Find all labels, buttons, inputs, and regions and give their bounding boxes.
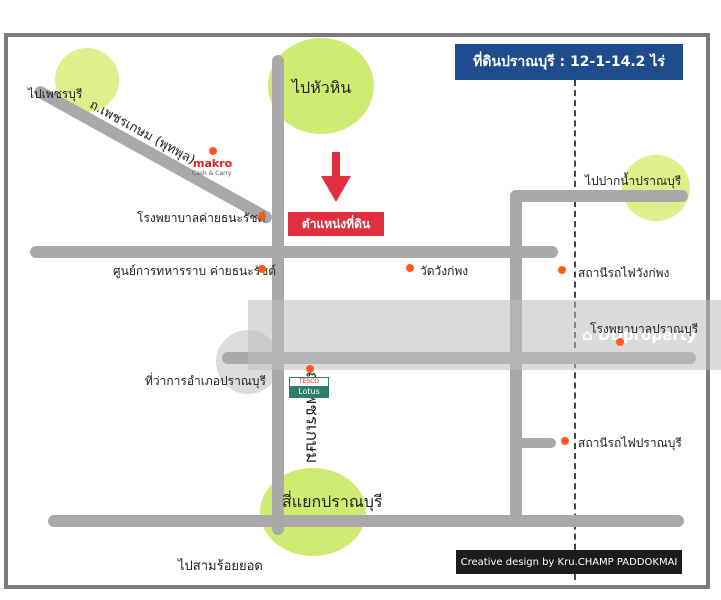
- label-army-training-center: ศูนย์การทหารราบ ค่ายธนะรัชต์: [113, 264, 277, 278]
- label-pranburi-intersection: สี่แยกปราณบุรี: [282, 492, 383, 511]
- label-pranburi-hospital: โรงพยาบาลปราณบุรี: [590, 322, 699, 336]
- road-pak-nam-horizontal: [510, 190, 688, 202]
- makro-logo: makro: [193, 157, 233, 170]
- location-dot-icon: [406, 264, 414, 272]
- tesco-lotus-logo: TESCO Lotus: [289, 377, 329, 398]
- site-label: ตำแหน่งที่ดิน: [288, 212, 384, 236]
- label-wat-wang-kaphong: วัดวังก่พง: [420, 264, 469, 278]
- road-cross-lower: [48, 515, 684, 527]
- road-phetkasem-vertical: [272, 55, 284, 535]
- watermark-band: [248, 300, 721, 370]
- makro-subtitle: Cash & Carry: [192, 170, 232, 177]
- location-dot-icon: [561, 437, 569, 445]
- label-to-sam-roi-yot: ไปสามร้อยยอด: [178, 559, 263, 574]
- map-title: ที่ดินปราณบุรี : 12-1-14.2 ไร่: [455, 44, 683, 80]
- location-dot-icon: [306, 365, 314, 373]
- label-pranburi-station: สถานีรถไฟปราณบุรี: [578, 436, 682, 450]
- label-district-office: ที่ว่าการอำเภอปราณบุรี: [145, 374, 266, 388]
- location-dot-icon: [616, 338, 624, 346]
- location-dot-icon: [258, 212, 266, 220]
- credit-banner: Creative design by Kru.CHAMP PADDOKMAI: [456, 550, 682, 574]
- road-station-spur: [518, 438, 556, 448]
- location-dot-icon: [258, 265, 266, 273]
- watermark-house-icon: ⌂: [582, 326, 593, 344]
- site-arrow-icon: [321, 152, 351, 202]
- label-to-pak-nam-pran: ไปปากน้ำปราณบุรี: [585, 174, 682, 188]
- circle-pak-nam-pran: [622, 155, 690, 221]
- label-wang-kaphong-station: สถานีรถไฟวังก่พง: [578, 266, 670, 280]
- location-dot-icon: [209, 147, 217, 155]
- circle-hua-hin: [268, 38, 374, 134]
- label-to-phetchaburi: ไปเพชรบุรี: [28, 87, 83, 101]
- road-cross-upper: [30, 246, 558, 258]
- label-camp-hospital: โรงพยาบาลค่ายธนะรัชต์: [137, 211, 266, 225]
- label-to-hua-hin: ไปหัวหิน: [292, 78, 352, 97]
- location-dot-icon: [558, 266, 566, 274]
